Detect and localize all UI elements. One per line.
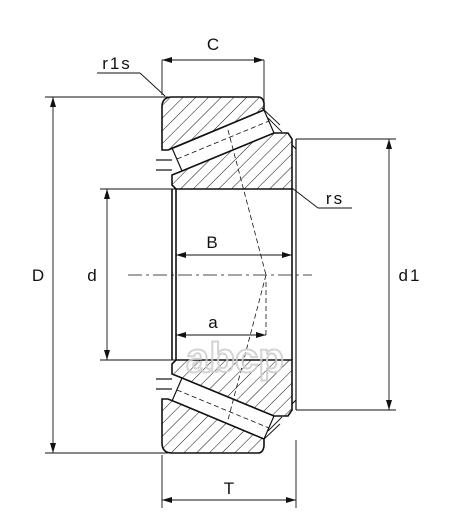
dimension-big-d: D (32, 96, 168, 454)
lower-outer-ring (161, 398, 265, 454)
watermark-text: abcp (186, 334, 284, 381)
watermark-logo: abcp (185, 333, 285, 382)
lower-section (156, 359, 293, 454)
label-a: a (208, 313, 218, 332)
dimension-a: a (176, 280, 267, 338)
label-big-d: D (32, 266, 44, 285)
label-small-d: d (87, 266, 96, 285)
dimension-b: B (176, 233, 292, 258)
contact-angle-line-lower (227, 274, 267, 421)
dimension-small-d: d (87, 188, 176, 361)
label-t: T (224, 479, 234, 498)
dimension-t: T (161, 440, 297, 508)
upper-outer-ring (161, 96, 265, 151)
annotation-rs: rs (291, 187, 352, 209)
contact-angle-line-upper (227, 129, 267, 276)
bearing-bore (171, 138, 297, 411)
upper-section (156, 96, 293, 190)
label-rs: rs (326, 189, 344, 208)
label-c: C (207, 35, 219, 54)
upper-inner-ring (171, 132, 293, 190)
dimension-d1: d1 (296, 138, 422, 411)
annotation-r1s: r1s (97, 54, 166, 97)
label-d1: d1 (399, 266, 422, 285)
label-b: B (206, 233, 217, 252)
dimension-c: C (161, 35, 265, 105)
label-r1s: r1s (102, 54, 132, 73)
